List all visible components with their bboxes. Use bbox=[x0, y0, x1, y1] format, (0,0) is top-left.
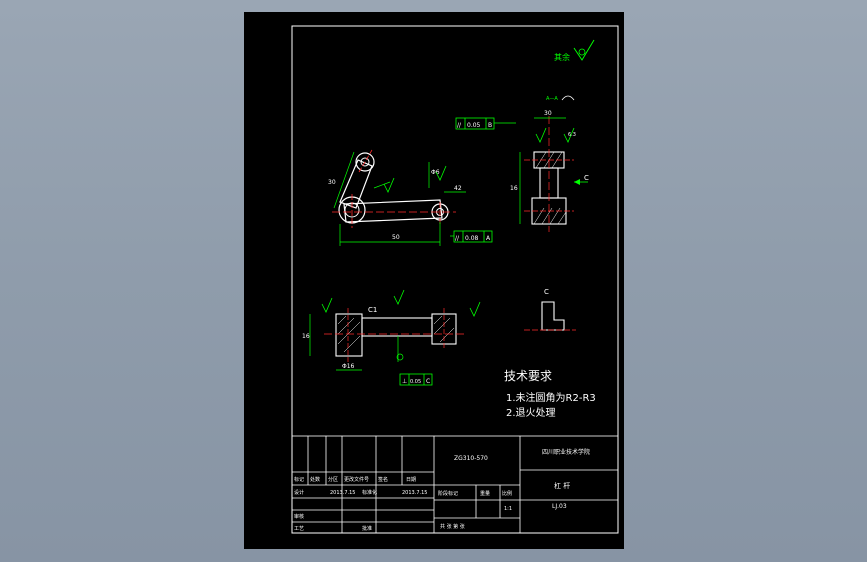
svg-text:工艺: 工艺 bbox=[294, 526, 304, 532]
svg-text:更改文件号: 更改文件号 bbox=[344, 476, 369, 483]
dim-bore-left: Φ16 bbox=[342, 363, 355, 370]
tol1-value: 0.05 bbox=[467, 122, 481, 129]
tolerance-frame-1: // 0.05 B bbox=[455, 117, 516, 130]
tol2-value: 0.08 bbox=[465, 235, 479, 242]
tol1-symbol: // bbox=[457, 122, 462, 129]
svg-text:设计: 设计 bbox=[294, 489, 304, 496]
svg-text:批准: 批准 bbox=[362, 525, 372, 532]
svg-text:C: C bbox=[544, 288, 549, 296]
svg-text:A—A: A—A bbox=[546, 96, 558, 102]
technical-requirements: 技术要求 1.未注圆角为R2-R3 2.退火处理 bbox=[504, 369, 596, 419]
surface-finish-mark: 其余 bbox=[554, 39, 595, 62]
tol1-datum: B bbox=[488, 122, 492, 129]
dim-height-bottom: 16 bbox=[302, 333, 310, 340]
section-label-c: C bbox=[584, 174, 589, 182]
dim-roughness: 6.3 bbox=[568, 132, 576, 138]
drawing-code: ZG310-570 bbox=[454, 455, 488, 462]
drawing-number: LJ.03 bbox=[552, 503, 567, 510]
sheet-count: 共 张 第 张 bbox=[440, 523, 465, 530]
svg-text:比例: 比例 bbox=[502, 490, 512, 497]
svg-text:阶段标记: 阶段标记 bbox=[438, 490, 458, 497]
school-name: 四川职业技术学院 bbox=[542, 448, 590, 456]
tech-req-title: 技术要求 bbox=[504, 369, 552, 383]
dim-side-length: 50 bbox=[392, 234, 400, 241]
surface-finish-note: 其余 bbox=[554, 52, 570, 62]
scale-value: 1:1 bbox=[504, 506, 512, 512]
dim-bore-right: Φ6 bbox=[431, 169, 440, 176]
dim-arm-length: 30 bbox=[328, 179, 336, 186]
svg-text:处数: 处数 bbox=[310, 476, 320, 483]
tol3-symbol: ⊥ bbox=[402, 378, 407, 385]
detail-view-c: C bbox=[524, 288, 576, 331]
title-block bbox=[291, 435, 619, 534]
front-view-lever: 50 30 42 Φ6 bbox=[328, 149, 466, 246]
bottom-view: Φ16 16 C1 ⊥ 0.05 C bbox=[302, 289, 481, 386]
svg-text:2013.7.15: 2013.7.15 bbox=[402, 490, 427, 496]
tech-req-item-1: 1.未注圆角为R2-R3 bbox=[506, 391, 596, 404]
tech-req-item-2: 2.退火处理 bbox=[506, 407, 556, 419]
svg-text:重量: 重量 bbox=[480, 490, 490, 497]
dim-height-a: 16 bbox=[510, 185, 518, 192]
dim-width-b: 30 bbox=[544, 110, 552, 117]
drawing-sheet: 其余 50 30 42 Φ6 bbox=[244, 12, 624, 549]
tol3-value: 0.05 bbox=[410, 379, 421, 385]
svg-text:标记: 标记 bbox=[294, 476, 304, 483]
svg-text:标准化: 标准化 bbox=[362, 489, 377, 496]
svg-text:日期: 日期 bbox=[406, 477, 416, 483]
dim-center-spacing: 42 bbox=[454, 185, 462, 192]
tol2-datum: A bbox=[486, 235, 491, 242]
side-view-section: 16 30 6.3 A—A C bbox=[510, 95, 589, 232]
tol2-symbol: // bbox=[455, 235, 460, 242]
tol3-datum: C bbox=[426, 378, 430, 385]
svg-text:分区: 分区 bbox=[328, 476, 338, 483]
svg-text:签名: 签名 bbox=[378, 476, 388, 483]
svg-text:2013.7.15: 2013.7.15 bbox=[330, 490, 355, 496]
cad-drawing: 其余 50 30 42 Φ6 bbox=[291, 25, 619, 534]
part-name: 杠 杆 bbox=[554, 481, 570, 490]
title-block-text: ZG310-570 四川职业技术学院 杠 杆 LJ.03 标记 处数 分区 更改… bbox=[294, 448, 590, 532]
svg-text:审核: 审核 bbox=[294, 513, 304, 520]
tolerance-frame-2: // 0.08 A bbox=[450, 230, 493, 243]
dim-chamfer: C1 bbox=[368, 306, 377, 314]
